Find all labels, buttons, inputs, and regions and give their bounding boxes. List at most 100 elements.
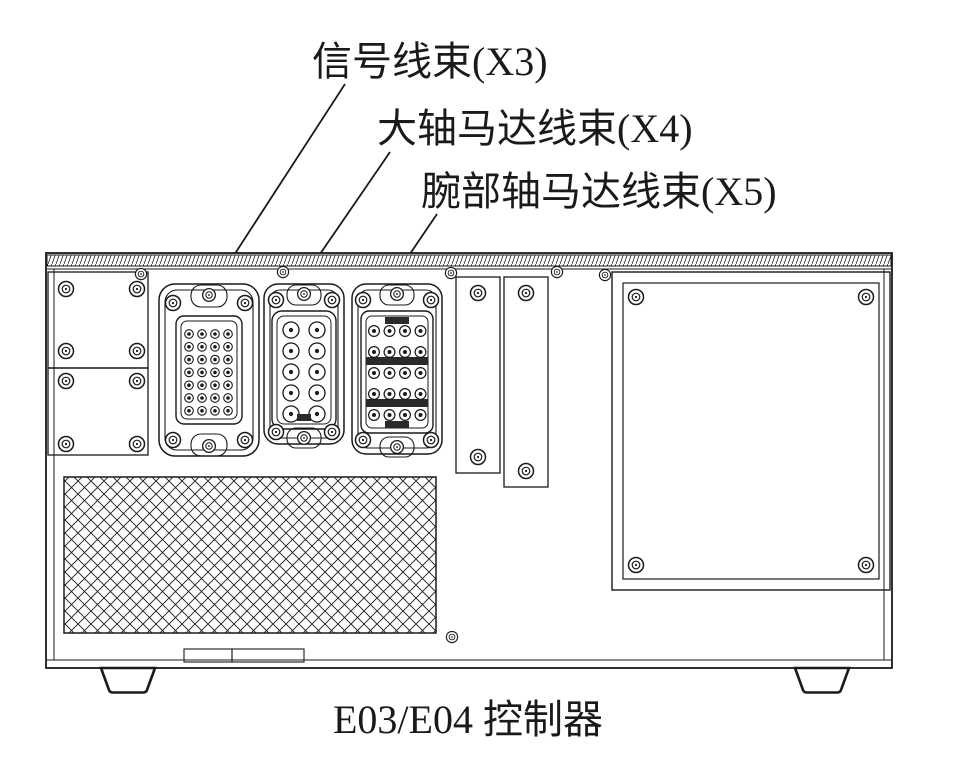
screw-icon: [201, 438, 217, 454]
label-x4: 大轴马达线束(X4): [377, 106, 693, 151]
x4-key-slot: [297, 414, 311, 421]
screw-icon: [164, 431, 182, 449]
connector-pin-center: [418, 329, 423, 333]
x4-body-outer: [271, 310, 337, 430]
screw-icon: [128, 342, 146, 360]
connector-pin-center: [403, 371, 407, 375]
connector-pin-center: [372, 350, 376, 354]
screw-icon: [857, 288, 875, 306]
screw-icon: [276, 265, 290, 279]
connector-pin-center: [200, 409, 204, 413]
mid-panel-right: [503, 276, 549, 488]
screw-icon: [57, 435, 75, 453]
screw-icon: [236, 294, 254, 312]
connector-pin-center: [226, 357, 230, 362]
x5-latch-top: [379, 284, 415, 306]
controller-box: [45, 252, 893, 669]
screw-icon: [296, 286, 312, 302]
connector-pin-center: [187, 345, 191, 349]
connector-pin-center: [187, 370, 191, 375]
screw-icon: [267, 291, 285, 309]
screw-icon: [296, 430, 312, 446]
x3-body-inner: [180, 320, 238, 420]
connector-pin-center: [403, 392, 407, 396]
connector-pin-center: [213, 357, 217, 362]
connector-pin-center: [213, 332, 217, 336]
connector-pin-center: [288, 411, 294, 417]
connector-pin-center: [187, 396, 191, 400]
connector-x4: [263, 283, 345, 449]
screw-icon: [517, 462, 535, 480]
connector-pin-center: [288, 348, 294, 354]
connector-pin-center: [213, 383, 217, 388]
connector-pin-center: [372, 413, 376, 417]
connector-pin-center: [372, 392, 376, 396]
connector-pin-center: [418, 371, 423, 375]
screw-icon: [323, 291, 341, 309]
screw-icon: [598, 268, 612, 282]
connector-pin-center: [314, 369, 320, 375]
connector-pin-center: [314, 411, 320, 417]
left-panel-lower: [47, 367, 149, 456]
screw-icon: [517, 284, 535, 302]
x4-latch-bottom: [286, 427, 322, 449]
x4-latch-top: [286, 284, 322, 306]
vent-grille: [63, 476, 437, 634]
connector-pin-center: [200, 383, 204, 388]
connector-pin-center: [226, 345, 230, 349]
right-access-panel-inner: [622, 282, 880, 580]
screw-icon: [627, 288, 645, 306]
connector-pin-center: [200, 345, 204, 349]
pin-grid-x3: [184, 329, 233, 416]
connector-pin-center: [403, 350, 407, 354]
connector-pin-center: [213, 396, 217, 400]
connector-pin-center: [387, 329, 392, 333]
x5-key-slot-top: [385, 317, 409, 324]
screw-icon: [201, 287, 217, 303]
screw-icon: [236, 431, 254, 449]
connector-pin-center: [226, 409, 230, 413]
screw-icon: [422, 291, 440, 309]
screw-icon: [857, 556, 875, 574]
x5-latch-bottom: [379, 436, 415, 458]
x4-body-inner: [276, 315, 332, 425]
connector-pin-center: [387, 413, 392, 417]
screw-icon: [57, 280, 75, 298]
connector-pin-center: [187, 332, 191, 336]
screw-icon: [469, 284, 487, 302]
x5-contact-band-upper: [366, 357, 428, 365]
screw-icon: [128, 280, 146, 298]
connector-pin-center: [187, 409, 191, 413]
screw-icon: [445, 630, 459, 644]
connector-pin-center: [226, 332, 230, 336]
top-edge-strip: [46, 254, 892, 267]
connector-pin-center: [213, 370, 217, 375]
connector-pin-center: [403, 329, 407, 333]
screw-icon: [389, 439, 405, 455]
connector-pin-center: [213, 409, 217, 413]
connector-pin-center: [314, 327, 320, 333]
screw-icon: [267, 423, 285, 441]
screw-icon: [389, 286, 405, 302]
connector-pin-center: [200, 396, 204, 400]
connector-pin-center: [187, 357, 191, 362]
pin-grid-x5: [368, 325, 427, 422]
foot-left: [99, 666, 157, 694]
screw-icon: [444, 266, 458, 280]
connector-pin-center: [226, 383, 230, 388]
connector-pin-center: [387, 392, 392, 396]
right-access-panel-outer: [611, 271, 891, 591]
mid-panel-left: [455, 276, 501, 474]
screw-icon: [422, 431, 440, 449]
screw-icon: [134, 267, 148, 281]
caption: E03/E04 控制器: [333, 697, 603, 742]
cabinet-feet: [99, 666, 851, 694]
x3-latch-top: [190, 284, 228, 308]
x5-body-outer: [360, 310, 434, 434]
connector-pin-center: [314, 390, 320, 396]
x3-body-outer: [175, 315, 243, 425]
x5-key-slot-bottom: [385, 421, 409, 428]
screw-icon: [164, 294, 182, 312]
